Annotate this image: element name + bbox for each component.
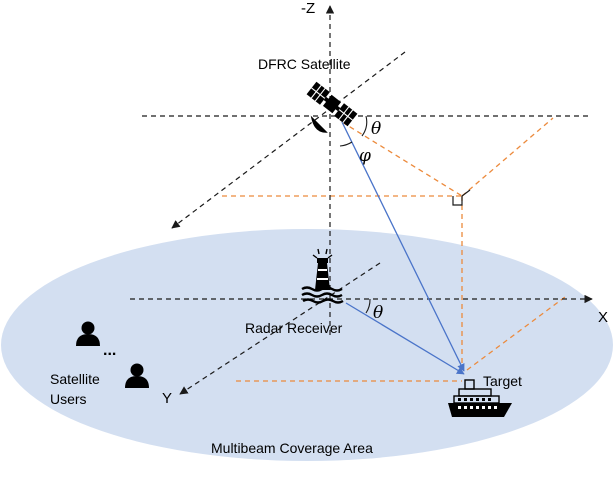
theta-angle-label-bottom: θ [373,303,383,323]
angle-arcs [339,115,371,314]
radar-receiver-label: Radar Receiver [245,320,343,336]
y-axis-label: Y [162,390,172,407]
lighthouse-icon [301,248,344,304]
users-ellipsis: ... [103,342,116,359]
beam-lines [341,121,465,375]
phi-angle-label: φ [359,146,371,166]
neg-z-axis-label: -Z [301,0,315,17]
user-icon [76,321,100,346]
satellite-users-label-line1: Satellite [50,371,100,387]
axes [130,5,593,395]
user-icon [125,363,149,388]
theta-angle-label-top: θ [371,119,381,139]
satellite-users-label-line2: Users [50,391,87,407]
satellite-dish-icon [310,115,328,133]
right-angle-marker [452,189,471,206]
target-label: Target [483,373,522,389]
coverage-area-label: Multibeam Coverage Area [211,440,373,456]
ship-icon [448,379,512,417]
satellite-label: DFRC Satellite [258,56,351,72]
satellite-icon [306,81,358,127]
x-axis-label: X [598,309,608,326]
projection-lines [222,117,566,382]
